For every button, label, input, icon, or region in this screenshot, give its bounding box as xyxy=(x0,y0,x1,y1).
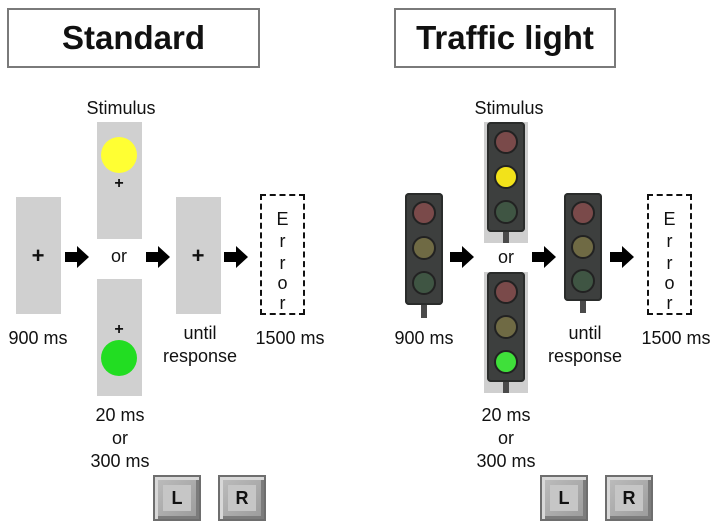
traffic-key-r: R xyxy=(605,475,653,521)
standard-key-l: L xyxy=(153,475,201,521)
traffic-title-box: Traffic light xyxy=(394,8,616,68)
key-l-label: L xyxy=(550,485,578,511)
standard-time-or: or xyxy=(111,428,128,448)
standard-response-card xyxy=(176,197,221,314)
standard-or-label: or xyxy=(110,246,127,266)
red-lamp-off-icon xyxy=(571,201,595,225)
standard-fixation-card xyxy=(16,197,61,314)
standard-yellow-cross: + xyxy=(114,175,124,192)
standard-stimulus-label: Stimulus xyxy=(86,98,156,118)
yellow-lamp-off-icon xyxy=(571,235,595,259)
error-letter: E xyxy=(276,209,289,229)
traffic-light-yellow-on xyxy=(487,122,525,243)
green-lamp-off-icon xyxy=(494,200,518,224)
yellow-lamp-on-icon xyxy=(494,165,518,189)
traffic-time-20: 20 ms xyxy=(481,405,531,425)
error-letter: E xyxy=(663,209,676,229)
traffic-light-fixation xyxy=(405,193,443,318)
traffic-arrow-3 xyxy=(610,246,634,268)
key-r-label: R xyxy=(228,485,256,511)
green-lamp-off-icon xyxy=(412,271,436,295)
green-circle-icon xyxy=(101,340,137,376)
standard-response-cross: + xyxy=(191,243,205,268)
red-lamp-off-icon xyxy=(494,130,518,154)
standard-fixation-cross: + xyxy=(31,243,45,268)
traffic-error-box: E r r o r xyxy=(647,194,692,315)
standard-time-20: 20 ms xyxy=(95,405,145,425)
standard-time-1500: 1500 ms xyxy=(255,328,325,348)
standard-green-stimulus-card xyxy=(97,279,142,396)
red-lamp-off-icon xyxy=(412,201,436,225)
error-letter: r xyxy=(666,253,673,273)
yellow-lamp-off-icon xyxy=(494,315,518,339)
traffic-key-l: L xyxy=(540,475,588,521)
error-letter: r xyxy=(666,231,673,251)
standard-green-cross: + xyxy=(114,321,124,338)
traffic-light-response xyxy=(564,193,602,313)
standard-key-r: R xyxy=(218,475,266,521)
traffic-title: Traffic light xyxy=(416,19,594,56)
key-r-label: R xyxy=(615,485,643,511)
yellow-circle-icon xyxy=(101,137,137,173)
traffic-until: until xyxy=(568,323,602,343)
error-letter: r xyxy=(279,293,286,313)
error-letter: r xyxy=(279,231,286,251)
error-letter: r xyxy=(279,253,286,273)
standard-arrow-2 xyxy=(146,246,170,268)
traffic-time-or: or xyxy=(497,428,514,448)
traffic-arrow-1 xyxy=(450,246,474,268)
standard-arrow-3 xyxy=(224,246,248,268)
standard-title: Standard xyxy=(61,19,206,56)
error-letter: r xyxy=(666,293,673,313)
traffic-time-300: 300 ms xyxy=(476,451,536,471)
standard-response: response xyxy=(162,346,238,366)
green-lamp-on-icon xyxy=(494,350,518,374)
traffic-arrow-2 xyxy=(532,246,556,268)
traffic-time-900: 900 ms xyxy=(394,328,454,348)
standard-time-300: 300 ms xyxy=(90,451,150,471)
standard-until: until xyxy=(183,323,217,343)
error-letter: o xyxy=(664,273,675,293)
traffic-stimulus-label: Stimulus xyxy=(474,98,544,118)
traffic-light-green-on xyxy=(487,272,525,393)
standard-arrow-1 xyxy=(65,246,89,268)
red-lamp-off-icon xyxy=(494,280,518,304)
standard-error-box: E r r o r xyxy=(260,194,305,315)
traffic-response: response xyxy=(547,346,623,366)
green-lamp-off-icon xyxy=(571,269,595,293)
standard-time-900: 900 ms xyxy=(8,328,68,348)
yellow-lamp-off-icon xyxy=(412,236,436,260)
standard-title-box: Standard xyxy=(7,8,260,68)
traffic-time-1500: 1500 ms xyxy=(641,328,711,348)
key-l-label: L xyxy=(163,485,191,511)
error-letter: o xyxy=(277,273,288,293)
traffic-or-label: or xyxy=(497,247,514,267)
